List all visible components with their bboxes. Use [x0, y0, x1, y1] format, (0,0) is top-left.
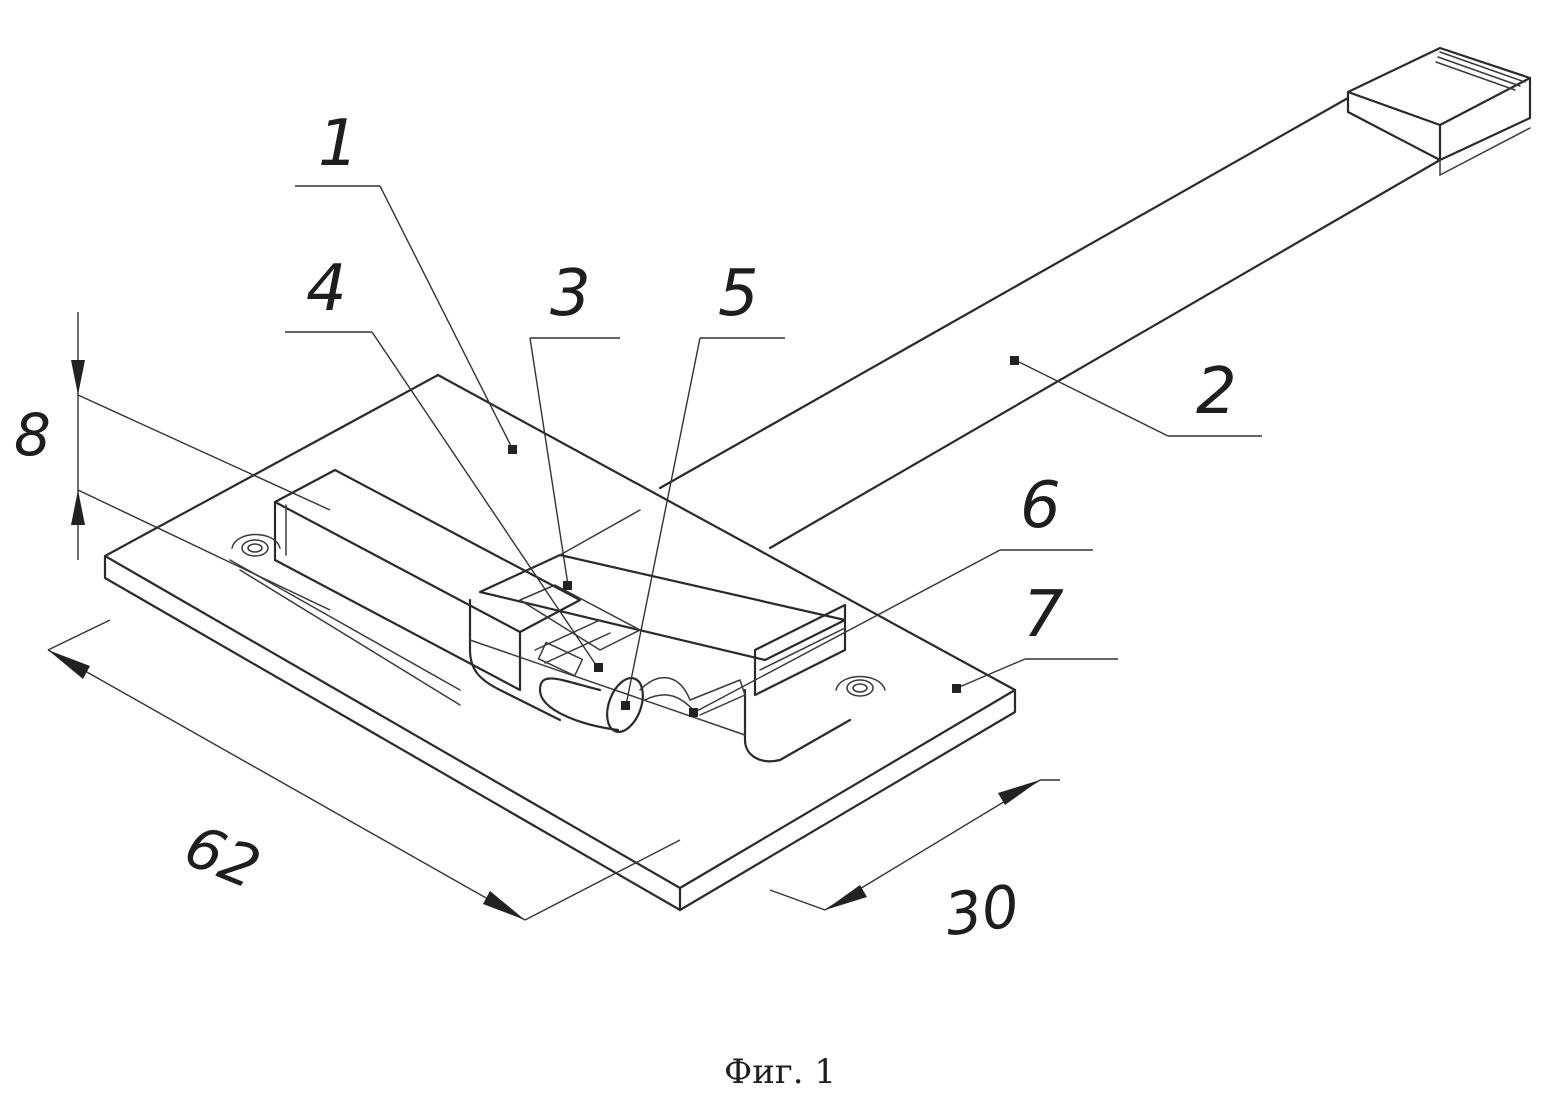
callout-labels: 1 2 3 4 5 6 7 — [306, 107, 1237, 652]
inner-element — [519, 584, 641, 677]
housing-cover — [229, 468, 852, 763]
cylinder-sensor — [538, 676, 746, 733]
figure-caption: Фиг. 1 — [724, 1052, 836, 1092]
dimension-width: 30 — [941, 872, 1024, 950]
dimension-height: 8 — [14, 401, 51, 469]
dimension-lines — [47, 312, 1060, 921]
callout-leaders — [285, 185, 1262, 717]
callout-7: 7 — [1023, 578, 1064, 652]
dimension-labels: 8 62 30 — [14, 401, 1023, 949]
callout-2: 2 — [1196, 355, 1237, 429]
callout-5: 5 — [718, 257, 759, 331]
callout-3: 3 — [550, 257, 591, 331]
callout-6: 6 — [1020, 469, 1061, 543]
base-plate — [103, 373, 1017, 912]
flat-cable — [658, 46, 1532, 550]
callout-1: 1 — [318, 107, 359, 181]
dimension-length: 62 — [176, 812, 270, 903]
callout-4: 4 — [306, 252, 347, 326]
